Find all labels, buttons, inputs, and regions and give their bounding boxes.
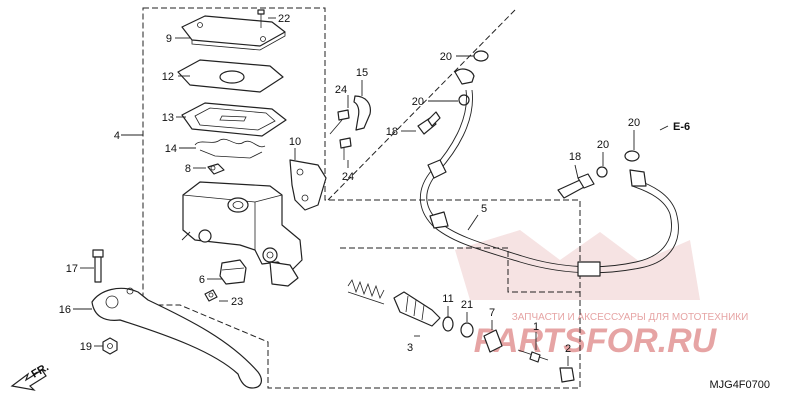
callout-11: 11 [442, 293, 453, 305]
hose-fitting-upper [454, 68, 475, 85]
piston-spring [347, 279, 385, 305]
callout-20-b: 20 [412, 96, 424, 108]
assembly-4-outline [142, 7, 581, 389]
push-rod [517, 349, 549, 363]
washer-upper-a [473, 50, 489, 62]
callout-21: 21 [461, 299, 473, 311]
callout-14: 14 [165, 143, 177, 155]
holder-bolt-upper [329, 109, 350, 135]
watermark-text: ЗАПЧАСТИ И АКСЕССУАРЫ ДЛЯ МОТОТЕХНИКИ [512, 312, 749, 323]
brake-lever [91, 287, 262, 389]
hose-holder [353, 95, 371, 131]
callout-3: 3 [407, 342, 413, 354]
diaphragm [181, 102, 287, 137]
callout-1: 1 [533, 321, 539, 333]
callout-20-a: 20 [440, 51, 452, 63]
callout-18-lower: 18 [569, 151, 581, 163]
rod-cap [559, 367, 575, 383]
switch-mount-screw [204, 289, 218, 302]
banjo-bolt-lower [557, 173, 595, 199]
callout-15: 15 [356, 67, 368, 79]
watermark-logo: PARTSFOR.RU [474, 322, 718, 360]
brake-hose [419, 89, 679, 277]
callout-24-upper: 24 [335, 84, 347, 96]
brake-switch [219, 259, 247, 285]
callout-6: 6 [199, 274, 205, 286]
front-direction-label: FR. [30, 361, 51, 380]
callout-5: 5 [481, 203, 487, 215]
callout-20-d: 20 [628, 117, 640, 129]
washer-lower-a [596, 166, 608, 178]
callout-13: 13 [162, 112, 174, 124]
assembly-3-outline [340, 247, 580, 293]
callout-16: 16 [59, 304, 71, 316]
callout-9: 9 [166, 33, 172, 45]
switch-screw [207, 163, 225, 175]
leader-lines [73, 17, 669, 366]
lever-pivot-bolt [92, 249, 104, 283]
callout-8: 8 [185, 163, 191, 175]
holder-bracket [289, 159, 327, 211]
diaphragm-plate [177, 59, 284, 93]
callout-19: 19 [80, 341, 92, 353]
lever-pivot-nut [102, 337, 118, 355]
reservoir-cap [181, 15, 286, 51]
washer-upper-b [458, 94, 470, 106]
master-cylinder-body [182, 181, 303, 287]
boot [483, 329, 503, 353]
front-direction-arrow: FR. [10, 361, 51, 391]
callout-24-lower: 24 [342, 171, 354, 183]
callout-7: 7 [489, 307, 495, 319]
callout-20-c: 20 [597, 139, 609, 151]
diagram-code: MJG4F0700 [709, 379, 770, 391]
callout-18-upper: 18 [386, 126, 398, 138]
cap-screw [257, 9, 265, 28]
callout-17: 17 [66, 263, 78, 275]
banjo-bolt-upper [417, 111, 441, 135]
washer-lower-b [624, 150, 640, 162]
callout-23: 23 [231, 296, 243, 308]
washer [442, 316, 454, 332]
callout-10: 10 [289, 136, 301, 148]
callout-22: 22 [278, 13, 290, 25]
spring-clip [194, 138, 266, 148]
holder-bolt-lower [339, 137, 352, 160]
callout-2: 2 [565, 343, 571, 355]
circlip [460, 322, 474, 338]
callout-4: 4 [114, 130, 120, 142]
piston [393, 291, 441, 327]
callout-12: 12 [162, 71, 174, 83]
reference-label: E-6 [673, 121, 690, 133]
